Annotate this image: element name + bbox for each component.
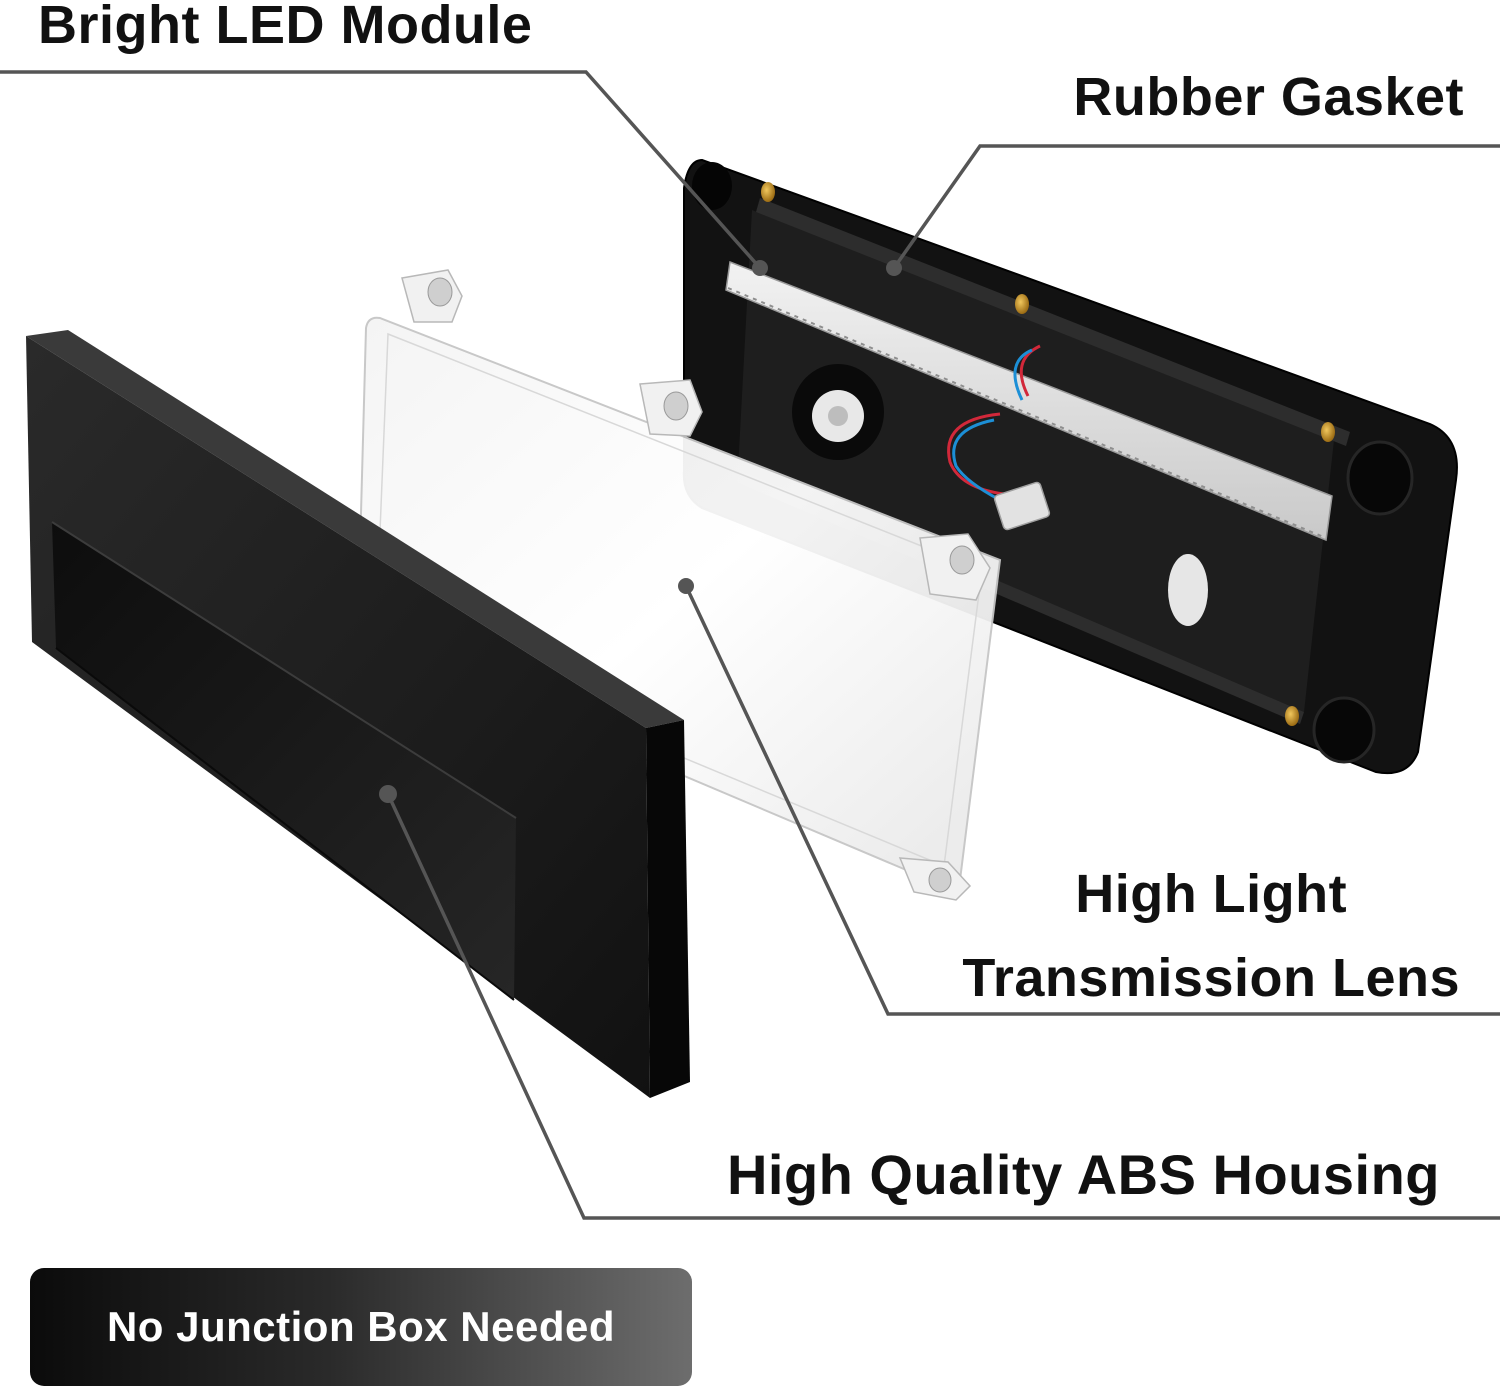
no-junction-box-badge: No Junction Box Needed	[30, 1268, 692, 1386]
dot-led-module	[752, 260, 768, 276]
abs-housing-cover	[26, 330, 690, 1098]
leader-dots	[379, 260, 902, 803]
callout-lens-line1: High Light	[1075, 864, 1348, 924]
leader-housing	[386, 793, 1500, 1220]
callout-bright-led-module: Bright LED Module	[38, 0, 533, 55]
badge-text: No Junction Box Needed	[106, 1303, 616, 1350]
dot-rubber-gasket	[886, 260, 902, 276]
dot-housing	[379, 785, 397, 803]
leader-lines	[0, 70, 1500, 1220]
leader-led-module	[0, 70, 762, 270]
leader-lens	[684, 585, 1500, 1016]
leader-rubber-gasket	[892, 144, 1500, 270]
callout-lens-line2: Transmission Lens	[962, 948, 1460, 1008]
callout-abs-housing: High Quality ABS Housing	[726, 1143, 1440, 1206]
dot-lens	[678, 578, 694, 594]
callout-rubber-gasket: Rubber Gasket	[1073, 67, 1464, 127]
led-strip	[725, 260, 1333, 542]
rubber-gasket	[756, 198, 1350, 446]
callout-transmission-lens: High Light Transmission Lens	[962, 852, 1460, 1020]
